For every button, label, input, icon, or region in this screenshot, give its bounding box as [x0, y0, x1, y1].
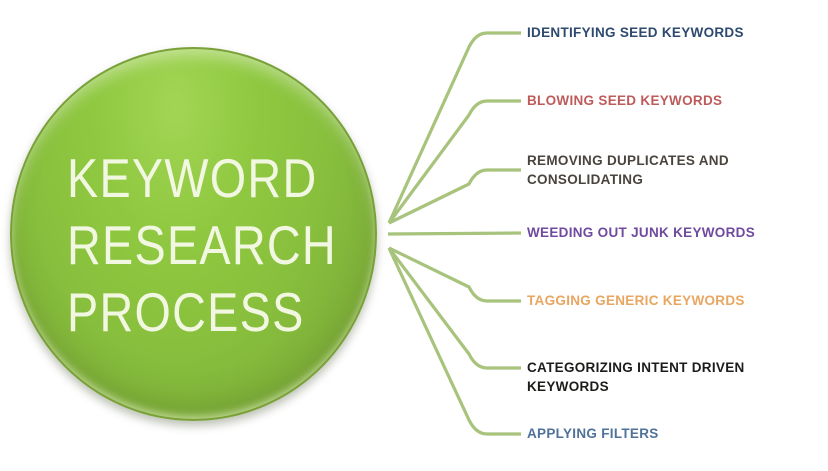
node-label-categorizing-intent-driven-keywords: CATEGORIZING INTENT DRIVEN KEYWORDS: [527, 360, 745, 394]
connector-line: [387, 99, 521, 224]
connector-line: [387, 231, 522, 236]
connector-line: [387, 247, 521, 370]
connector-line: [387, 247, 521, 436]
process-title-line: PROCESS: [67, 281, 305, 343]
process-title: KEYWORD RESEARCH PROCESS: [67, 145, 424, 346]
node-label-tagging-generic-keywords: TAGGING GENERIC KEYWORDS: [527, 293, 745, 308]
process-title-line: RESEARCH: [67, 214, 337, 276]
node-label-removing-duplicates-and-consolidating: REMOVING DUPLICATES AND CONSOLIDATING: [527, 153, 729, 187]
node-label-applying-filters: APPLYING FILTERS: [527, 426, 659, 441]
connector-line: [387, 31, 521, 224]
connector-line: [388, 168, 521, 225]
node-label-identifying-seed-keywords: IDENTIFYING SEED KEYWORDS: [527, 25, 744, 40]
connector-line: [388, 246, 521, 303]
node-label-blowing-seed-keywords: BLOWING SEED KEYWORDS: [527, 93, 723, 108]
node-label-weeding-out-junk-keywords: WEEDING OUT JUNK KEYWORDS: [527, 225, 756, 240]
process-circle: KEYWORD RESEARCH PROCESS: [10, 47, 377, 421]
process-title-line: KEYWORD: [67, 147, 318, 209]
